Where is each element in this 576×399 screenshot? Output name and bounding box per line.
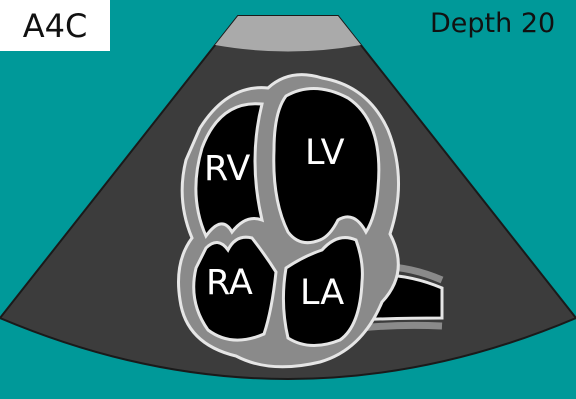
transducer-footprint — [215, 16, 361, 52]
rv-label: RV — [204, 149, 250, 189]
la-label: LA — [300, 273, 344, 313]
ra-label: RA — [206, 263, 253, 303]
vein-wall-lower — [360, 325, 442, 328]
view-label: A4C — [0, 0, 110, 51]
lv-label: LV — [305, 133, 345, 173]
depth-label: Depth 20 — [430, 8, 555, 39]
